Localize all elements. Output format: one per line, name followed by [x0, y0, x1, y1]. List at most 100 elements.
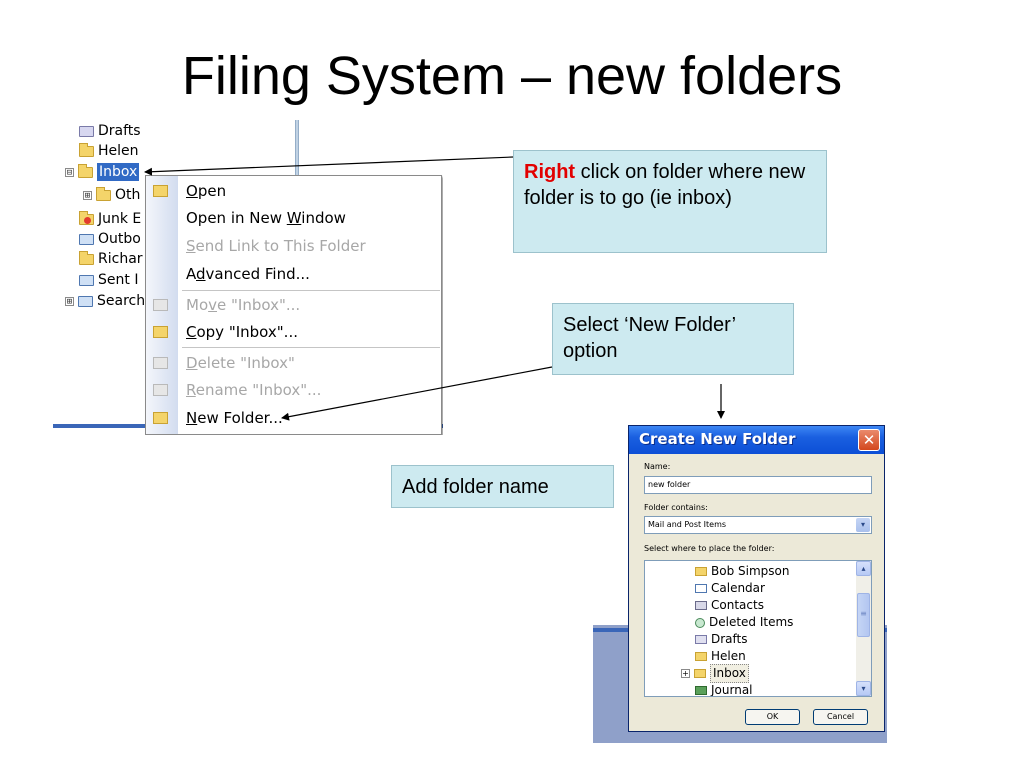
- name-label: Name:: [644, 462, 671, 471]
- tree-item-label: Inbox: [97, 163, 140, 181]
- menu-accelerator: N: [186, 409, 198, 427]
- inbox-folder-icon: [694, 669, 706, 678]
- menu-label: elete "Inbox": [197, 354, 295, 372]
- expand-icon[interactable]: +: [681, 669, 690, 678]
- junk-folder-icon: [79, 210, 94, 225]
- tree-item-outbox[interactable]: Outbo: [79, 230, 141, 248]
- menu-label: Mo: [186, 296, 209, 314]
- expand-icon[interactable]: ⊞: [83, 190, 92, 201]
- menu-label: A: [186, 265, 196, 283]
- close-icon[interactable]: ✕: [858, 429, 880, 451]
- location-item-contacts[interactable]: Contacts: [695, 597, 764, 614]
- location-label: Bob Simpson: [711, 564, 790, 578]
- menu-label: indow: [301, 209, 346, 227]
- rename-icon: [153, 384, 168, 396]
- menu-item-advanced-find[interactable]: Advanced Find...: [146, 261, 441, 288]
- location-item-deleted[interactable]: Deleted Items: [695, 614, 793, 631]
- calendar-icon: [695, 584, 707, 593]
- tree-item-label: Outbo: [98, 231, 141, 247]
- menu-item-send-link[interactable]: Send Link to This Folder: [146, 233, 441, 260]
- menu-item-copy[interactable]: Copy "Inbox"...: [146, 319, 441, 346]
- tree-item-inbox[interactable]: ⊟ Inbox: [65, 163, 140, 181]
- chevron-down-icon[interactable]: ▾: [856, 518, 870, 532]
- menu-label: ew Folder...: [197, 409, 283, 427]
- folder-name-input[interactable]: new folder: [644, 476, 872, 494]
- location-item-helen[interactable]: Helen: [695, 648, 746, 665]
- folder-tree-screenshot: Drafts Helen ⊟ Inbox ⊞ Oth Junk E Outbo …: [53, 120, 443, 435]
- menu-label: pen: [197, 182, 227, 200]
- callout-add-folder-name: Add folder name: [391, 465, 614, 508]
- callout-emphasis: Right: [524, 161, 576, 183]
- location-item-inbox[interactable]: + Inbox: [681, 664, 749, 683]
- contacts-icon: [695, 601, 707, 610]
- tree-scrollbar[interactable]: ▴ ≡ ▾: [856, 561, 871, 696]
- copy-icon: [153, 326, 168, 338]
- location-label: Inbox: [710, 664, 749, 683]
- expand-icon[interactable]: ⊞: [65, 296, 74, 307]
- cancel-button[interactable]: Cancel: [813, 709, 868, 725]
- menu-separator: [182, 290, 440, 291]
- folder-contains-select[interactable]: Mail and Post Items ▾: [644, 516, 872, 534]
- menu-item-new-folder[interactable]: New Folder...: [146, 405, 441, 432]
- outbox-icon: [79, 233, 94, 245]
- folder-icon: [695, 567, 707, 576]
- callout-text: Select ‘New Folder’ option: [563, 314, 736, 362]
- scroll-up-icon[interactable]: ▴: [856, 561, 871, 576]
- location-label: Calendar: [711, 581, 765, 595]
- new-folder-icon: [153, 412, 168, 424]
- tree-item-richard[interactable]: Richar: [79, 250, 143, 268]
- scroll-down-icon[interactable]: ▾: [856, 681, 871, 696]
- menu-item-open-new-window[interactable]: Open in New Window: [146, 205, 441, 232]
- location-label: Journal: [711, 683, 753, 697]
- menu-accelerator: R: [186, 381, 196, 399]
- menu-accelerator: D: [186, 354, 198, 372]
- tree-item-label: Sent I: [98, 272, 139, 288]
- tree-item-sent[interactable]: Sent I: [79, 271, 138, 289]
- tree-item-label: Junk E: [98, 211, 142, 227]
- folder-icon: [79, 250, 94, 265]
- inbox-folder-icon: [78, 163, 93, 178]
- drafts-icon: [695, 635, 707, 644]
- tree-item-junk[interactable]: Junk E: [79, 210, 141, 228]
- location-label: Contacts: [711, 598, 764, 612]
- menu-item-move[interactable]: Move "Inbox"...: [146, 292, 441, 319]
- search-folder-icon: [78, 295, 93, 307]
- tree-item-drafts[interactable]: Drafts: [79, 122, 141, 140]
- location-item-drafts[interactable]: Drafts: [695, 631, 748, 648]
- menu-label: vanced Find...: [205, 265, 310, 283]
- location-label: Helen: [711, 649, 746, 663]
- tree-item-search[interactable]: ⊞ Search: [65, 292, 145, 310]
- folder-contains-label: Folder contains:: [644, 503, 708, 512]
- menu-item-open[interactable]: Open: [146, 178, 441, 205]
- create-new-folder-dialog: Create New Folder ✕ Name: new folder Fol…: [628, 425, 885, 732]
- folder-icon: [695, 652, 707, 661]
- ok-button[interactable]: OK: [745, 709, 800, 725]
- delete-icon: [153, 357, 168, 369]
- location-item-bob-simpson[interactable]: Bob Simpson: [695, 563, 789, 580]
- collapse-icon[interactable]: ⊟: [65, 167, 74, 178]
- menu-accelerator: W: [286, 209, 302, 227]
- tree-item-label: Helen: [98, 143, 139, 159]
- callout-select-new-folder: Select ‘New Folder’ option: [552, 303, 794, 375]
- menu-item-delete[interactable]: Delete "Inbox": [146, 350, 441, 377]
- tree-item-label: Drafts: [98, 123, 141, 139]
- menu-label: end Link to This Folder: [195, 237, 366, 255]
- location-item-calendar[interactable]: Calendar: [695, 580, 765, 597]
- dialog-titlebar[interactable]: Create New Folder ✕: [629, 426, 884, 454]
- drafts-icon: [79, 125, 94, 137]
- location-label: Deleted Items: [709, 615, 794, 629]
- menu-label: e "Inbox"...: [217, 296, 301, 314]
- menu-accelerator: O: [186, 182, 198, 200]
- folder-location-tree[interactable]: Bob Simpson Calendar Contacts Deleted It…: [644, 560, 872, 697]
- menu-accelerator: v: [208, 296, 218, 314]
- tree-item-helen[interactable]: Helen: [79, 142, 139, 160]
- folder-contains-value: Mail and Post Items: [648, 520, 727, 529]
- menu-item-rename[interactable]: Rename "Inbox"...: [146, 377, 441, 404]
- callout-text: click on folder where new folder is to g…: [524, 161, 806, 209]
- tree-item-other[interactable]: ⊞ Oth: [83, 186, 140, 204]
- menu-separator: [182, 347, 440, 348]
- menu-label: Open in New: [186, 209, 287, 227]
- scroll-thumb[interactable]: ≡: [857, 593, 870, 637]
- place-folder-label: Select where to place the folder:: [644, 544, 775, 553]
- location-item-journal[interactable]: Journal: [695, 682, 753, 697]
